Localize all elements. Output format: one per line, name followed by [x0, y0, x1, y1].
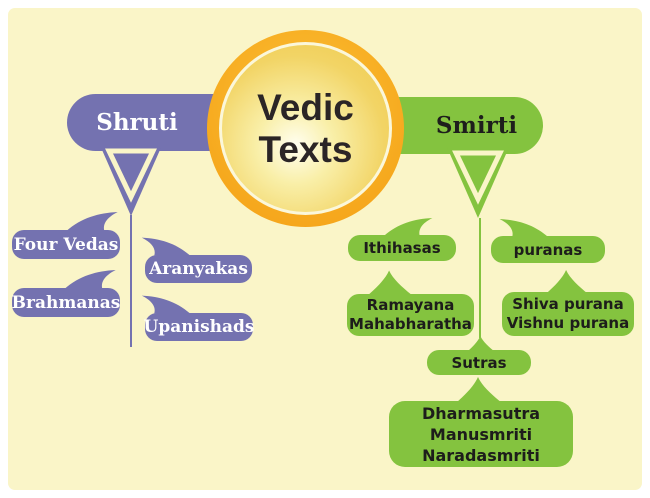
smirti-label: Smirti	[435, 112, 518, 139]
sutras-item-2: Manusmriti	[429, 424, 533, 444]
sutras-item-3: Naradasmriti	[422, 445, 540, 465]
four-vedas-tail-icon	[66, 212, 118, 231]
smirti-connector-line	[479, 218, 481, 338]
ithihasas-item-2: Mahabharatha	[349, 315, 472, 333]
puranas-item-2: Vishnu purana	[506, 314, 630, 332]
node-ramayana-mahabharatha: Ramayana Mahabharatha	[347, 294, 474, 336]
node-four-vedas: Four Vedas	[12, 230, 120, 259]
node-brahmanas: Brahmanas	[12, 288, 120, 317]
puranas-item-1: Shiva purana	[512, 295, 624, 313]
shiva-purana-tail-icon	[545, 270, 589, 294]
shruti-label: Shruti	[96, 109, 178, 136]
vedic-texts-circle-inner: Vedic Texts	[219, 42, 392, 215]
upanishads-tail-icon	[141, 295, 190, 314]
ithihasas-item-1: Ramayana	[366, 296, 455, 314]
dharmasutra-tail-icon	[456, 377, 502, 403]
brahmanas-tail-icon	[64, 270, 116, 289]
sutras-item-1: Dharmasutra	[421, 403, 541, 423]
node-dharmasutra-manusmriti-naradasmriti: Dharmasutra Manusmriti Naradasmriti	[389, 401, 573, 467]
node-ithihasas: Ithihasas	[348, 235, 456, 261]
node-puranas: puranas	[491, 236, 605, 263]
ithihasas-label: Ithihasas	[363, 239, 441, 257]
node-shiva-vishnu-purana: Shiva purana Vishnu purana	[502, 292, 634, 336]
vedic-texts-circle: Vedic Texts	[207, 30, 404, 227]
node-sutras: Sutras	[427, 350, 531, 375]
aranyakas-label: Aranyakas	[149, 259, 248, 279]
diagram-title-line1: Vedic	[257, 86, 354, 128]
upanishads-label: Upanishads	[143, 317, 255, 337]
puranas-label: puranas	[513, 240, 583, 259]
shruti-arrow-icon	[99, 143, 163, 216]
sutras-tail-icon	[466, 336, 496, 352]
smirti-arrow-icon	[446, 145, 510, 218]
sutras-label: Sutras	[451, 353, 507, 372]
aranyakas-tail-icon	[141, 237, 190, 256]
brahmanas-label: Brahmanas	[11, 292, 121, 313]
node-aranyakas: Aranyakas	[145, 255, 252, 283]
node-upanishads: Upanishads	[143, 313, 255, 341]
puranas-tail-icon	[499, 219, 549, 237]
ramayana-tail-icon	[368, 270, 412, 295]
diagram-title-line2: Texts	[258, 128, 353, 170]
four-vedas-label: Four Vedas	[13, 234, 119, 255]
ithihasas-tail-icon	[383, 218, 433, 236]
shruti-connector-line	[130, 215, 132, 347]
